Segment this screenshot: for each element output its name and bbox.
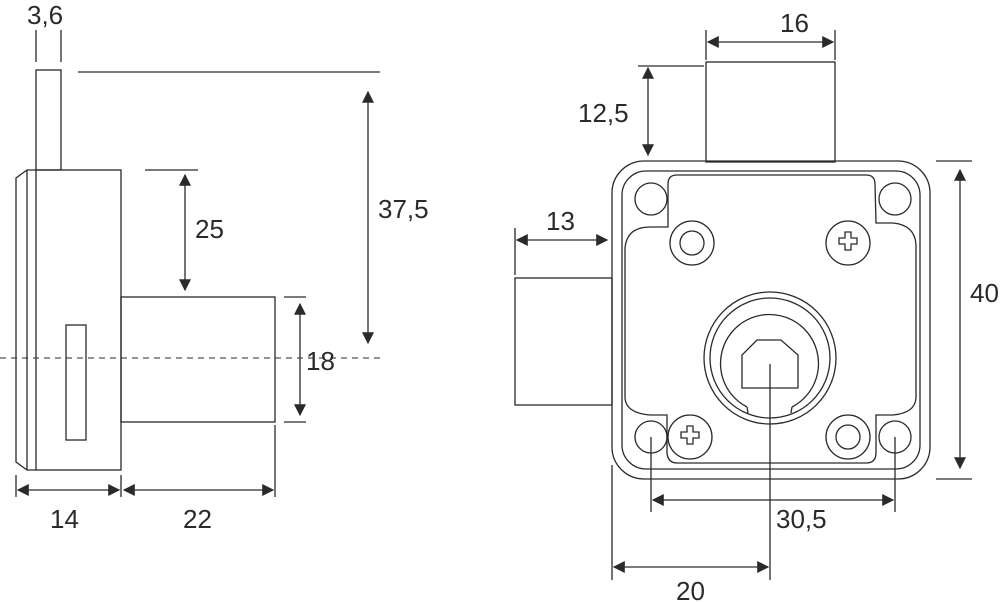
keyway xyxy=(741,339,799,389)
dim-cylinder-diameter: 18 xyxy=(306,346,335,376)
mount-hole xyxy=(878,182,912,216)
front-view: 16 12,5 13 40 30,5 20 xyxy=(514,8,999,602)
bolt-side xyxy=(35,69,62,171)
dim-side-bolt-projection: 13 xyxy=(546,206,575,236)
dim-bolt-top-to-axis: 37,5 xyxy=(378,194,429,224)
slot xyxy=(65,324,87,441)
dim-edge-to-axis: 20 xyxy=(676,576,705,602)
phillips-cross-icon xyxy=(680,425,700,445)
side-bolt xyxy=(514,277,613,406)
phillips-cross-icon xyxy=(838,231,858,251)
screw xyxy=(825,220,871,266)
dim-cylinder-length: 22 xyxy=(183,504,212,534)
rivet-center xyxy=(835,424,861,450)
dim-body-height: 40 xyxy=(970,278,999,308)
rivet xyxy=(669,220,715,266)
cylinder-side xyxy=(120,296,276,423)
cylinder-core xyxy=(719,313,820,414)
dim-top-bolt-width: 16 xyxy=(780,8,809,38)
lock-body-outer xyxy=(611,160,931,480)
mount-hole xyxy=(634,182,668,216)
dim-hole-spacing: 30,5 xyxy=(776,504,827,534)
lock-body-side xyxy=(35,169,122,471)
dim-body-depth: 14 xyxy=(50,504,79,534)
dim-body-top-to-cylinder: 25 xyxy=(195,214,224,244)
rivet-center xyxy=(679,230,705,256)
rivet xyxy=(825,414,871,460)
screw xyxy=(667,414,713,460)
dim-bolt-thickness: 3,6 xyxy=(27,0,63,30)
front-plate-side xyxy=(15,169,36,471)
dim-top-bolt-projection: 12,5 xyxy=(578,98,629,128)
face-plate xyxy=(624,174,917,464)
top-bolt xyxy=(705,61,836,163)
lock-body-inner xyxy=(621,170,921,470)
side-view: 3,6 37,5 25 18 14 22 xyxy=(0,0,429,534)
